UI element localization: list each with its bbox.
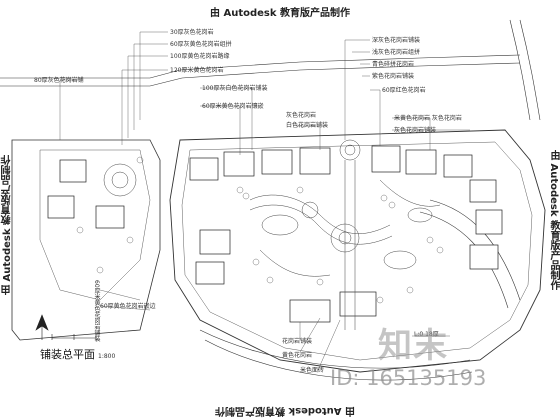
label-far-left: 80厚灰色花岗岩铺 xyxy=(34,77,84,84)
label-mid-2: 60厚米黄色花岗岩镶嵌 xyxy=(202,103,264,110)
watermark-bottom: 由 Autodesk 教育版产品制作 xyxy=(215,405,356,416)
label-bottom-3: 米色面砖 xyxy=(300,367,325,374)
label-right-4: 紫色花岗岩铺装 xyxy=(372,73,415,80)
label-top-left-1: 30厚灰色花岗岩 xyxy=(170,29,214,36)
id-label: ID: 165135193 xyxy=(330,366,487,390)
label-right-6: 米黄色花岗岩 灰色花岗岩 xyxy=(394,115,462,122)
label-left-bottom-1: 60厚米黄色花岗岩铺装 xyxy=(93,280,100,342)
label-mid-1: 100厚灰白色花岗岩铺装 xyxy=(202,85,268,92)
drawing-title-block: 铺装总平面 1:800 xyxy=(40,346,115,362)
label-right-5: 60厚红色花岗岩 xyxy=(382,87,426,94)
label-right-3: 青色碎拼花岗岩 xyxy=(372,61,415,68)
brand-watermark: 知末 xyxy=(378,326,448,366)
label-center-2: 白色花岗岩铺装 xyxy=(286,122,329,129)
label-right-2: 浅灰色花岗岩组拼 xyxy=(372,49,421,56)
label-right-1: 深灰色花岗岩铺装 xyxy=(372,37,421,44)
label-top-left-3: 100厚黄色花岗岩路缘 xyxy=(170,53,230,60)
drawing-scale: 1:800 xyxy=(98,353,116,360)
watermark-top: 由 Autodesk 教育版产品制作 xyxy=(210,8,351,19)
label-top-left-4: 120厚米黄色花岗岩 xyxy=(170,67,224,74)
label-left-bottom-2: 60厚黄色花岗岩嵌边 xyxy=(100,303,156,310)
label-top-left-2: 60厚灰黄色花岗岩组拼 xyxy=(170,41,232,48)
label-bottom-2: 黄色花岗岩 xyxy=(282,352,313,359)
drawing-title: 铺装总平面 xyxy=(40,348,95,361)
label-right-7: 灰色花岗岩铺装 xyxy=(394,127,437,134)
label-bottom-right: L:0 18厚 xyxy=(414,331,439,338)
label-center-1: 灰色花岗岩 xyxy=(286,112,317,119)
watermark-right: 由 Autodesk 教育版产品制作 xyxy=(548,150,559,291)
watermark-left: 由 Autodesk 教育版产品制作 xyxy=(2,155,13,296)
label-bottom-1: 花岗岩铺装 xyxy=(282,338,313,345)
